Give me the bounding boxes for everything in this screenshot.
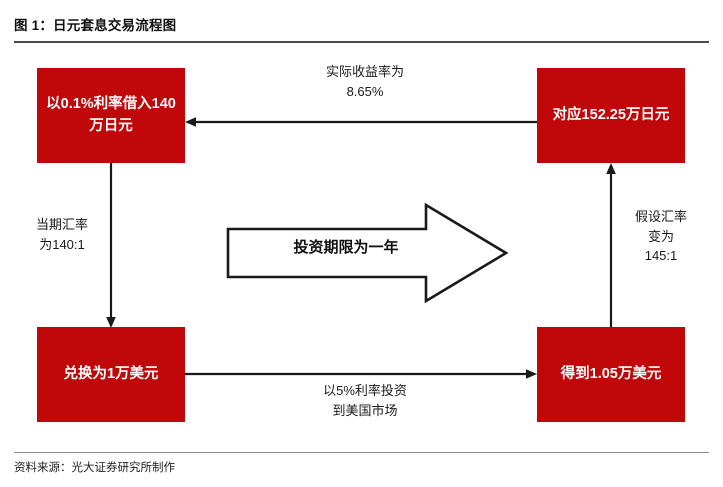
node-convert-usd[interactable]: 兑换为1万美元 bbox=[37, 327, 185, 422]
source-note: 资料来源：光大证券研究所制作 bbox=[14, 462, 175, 474]
figure-title: 图 1：日元套息交易流程图 bbox=[14, 18, 177, 33]
edge-bottom-label: 以5%利率投资 到美国市场 bbox=[323, 383, 407, 418]
node-convert-usd-label: 兑换为1万美元 bbox=[63, 365, 159, 382]
node-repay-jpy-label: 对应152.25万日元 bbox=[552, 106, 670, 123]
investment-horizon-arrow bbox=[226, 203, 508, 303]
edge-top-label: 实际收益率为 8.65% bbox=[325, 64, 404, 99]
footer-divider bbox=[14, 452, 709, 453]
edge-right-line bbox=[606, 163, 616, 327]
node-repay-jpy[interactable]: 对应152.25万日元 bbox=[537, 68, 685, 163]
header-divider bbox=[14, 41, 709, 43]
node-borrow-jpy[interactable]: 以0.1%利率借入140万日元 bbox=[37, 68, 185, 163]
edge-top-line bbox=[185, 117, 537, 127]
edge-left-line bbox=[106, 163, 116, 328]
edge-right-label: 假设汇率 变为 145:1 bbox=[634, 209, 687, 263]
node-receive-usd-label: 得到1.05万美元 bbox=[560, 365, 662, 382]
edge-left-label: 当期汇率 为140:1 bbox=[35, 217, 88, 252]
node-receive-usd[interactable]: 得到1.05万美元 bbox=[537, 327, 685, 422]
node-borrow-jpy-label: 以0.1%利率借入140万日元 bbox=[46, 96, 176, 134]
edge-bottom-line bbox=[185, 369, 537, 379]
